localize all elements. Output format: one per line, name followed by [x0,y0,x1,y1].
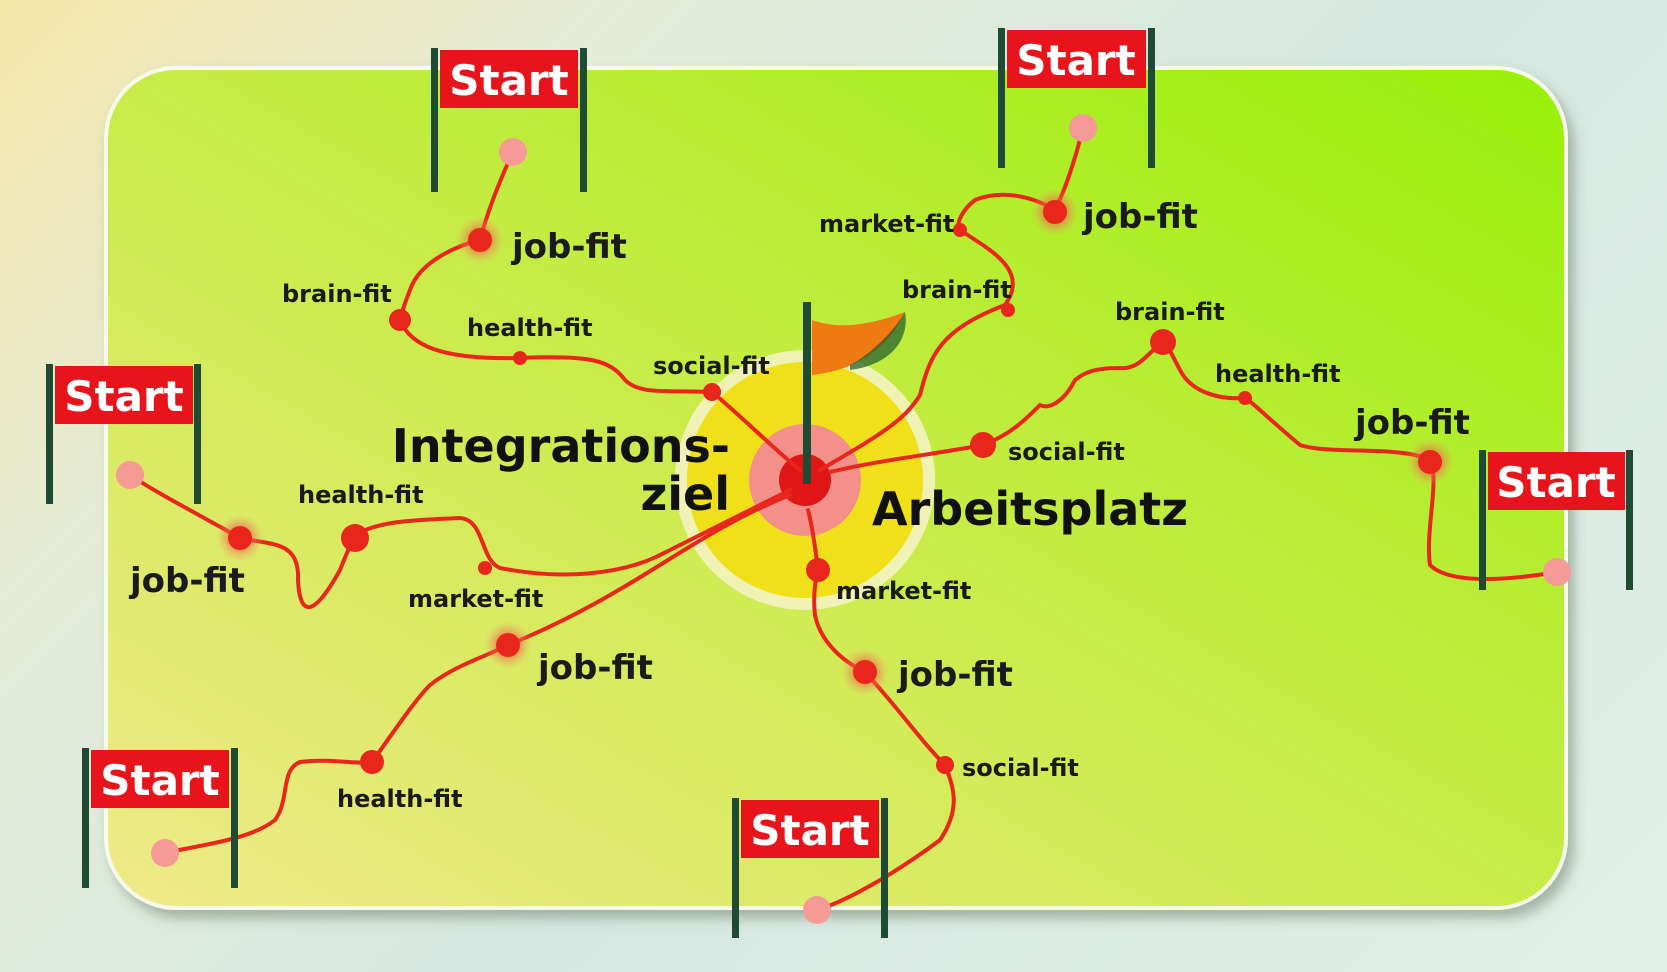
job-fit-node-core [468,228,492,252]
center-title-line3: Arbeitsplatz [872,482,1188,536]
label-brain-fit: brain-fit [282,280,392,308]
route-node [936,756,954,774]
route-node [513,351,527,365]
label-health-fit: health-fit [467,314,593,342]
route-node [360,750,384,774]
start-label: Start [1016,36,1135,85]
job-fit-nodes [216,188,1454,696]
start-label: Start [1496,458,1615,507]
start-points [116,114,1571,924]
start-banner [440,50,578,108]
start-banner [91,750,229,808]
label-market-fit: market-fit [819,210,954,238]
route-node [1150,329,1176,355]
gate-post-right [231,748,238,888]
start-gate-bottom-left: Start [82,748,238,888]
start-label: Start [449,56,568,105]
start-label: Start [100,756,219,805]
start-gate-top-left: Start [431,48,587,192]
route-nodes [341,223,1252,774]
label-job-fit: job-fit [1353,403,1470,443]
label-job-fit: job-fit [128,561,245,601]
gate-post-right [1626,450,1633,590]
label-market-fit: market-fit [836,577,971,605]
label-social-fit: social-fit [1008,438,1125,466]
gate-post-right [881,798,888,938]
label-social-fit: social-fit [653,352,770,380]
start-label: Start [750,806,869,855]
start-gate-left: Start [46,364,201,504]
start-point [1543,558,1571,586]
start-banner [741,800,879,858]
label-job-fit: job-fit [536,648,653,688]
route-node [389,309,411,331]
label-market-fit: market-fit [408,585,543,613]
start-point [499,138,527,166]
label-job-fit: job-fit [896,655,1013,695]
gate-post-right [194,364,201,504]
label-health-fit: health-fit [298,481,424,509]
label-job-fit: job-fit [510,227,627,267]
start-label: Start [64,372,183,421]
route-bottom-left [163,493,792,855]
gate-post-left [46,364,53,504]
route-node [1001,303,1015,317]
route-node [806,558,830,582]
gate-post-right [580,48,587,192]
route-node [341,524,369,552]
label-health-fit: health-fit [1215,360,1341,388]
start-banner [55,366,193,424]
label-brain-fit: brain-fit [902,276,1012,304]
gate-post-right [1148,28,1155,168]
job-fit-node-core [1043,200,1067,224]
start-point [803,896,831,924]
gate-post-left [732,798,739,938]
gate-post-left [1479,450,1486,590]
label-job-fit: job-fit [1081,197,1198,237]
flag-shadow [850,312,906,370]
center-title-line1: Integrations- [392,419,730,473]
job-fit-node-core [496,633,520,657]
gate-post-left [998,28,1005,168]
start-point [1069,114,1097,142]
start-point [116,461,144,489]
label-health-fit: health-fit [337,785,463,813]
route-node [970,432,996,458]
gate-post-left [431,48,438,192]
job-fit-node-core [1418,450,1442,474]
job-fit-node-core [228,526,252,550]
start-point [151,839,179,867]
route-node [953,223,967,237]
center-title-line2: ziel [640,467,730,521]
label-social-fit: social-fit [962,754,1079,782]
start-gate-right: Start [1479,450,1633,590]
start-banner [1488,452,1625,510]
flag-pole [803,302,811,484]
start-gate-bottom: Start [732,798,888,938]
goal-flag [803,302,906,484]
gate-post-left [82,748,89,888]
start-banner [1007,30,1146,88]
start-gate-top-right: Start [998,28,1155,168]
job-fit-node-core [853,660,877,684]
route-node [478,561,492,575]
label-brain-fit: brain-fit [1115,298,1225,326]
route-node [1238,391,1252,405]
flag-cloth [812,312,905,375]
route-right [828,340,1559,581]
route-node [703,383,721,401]
